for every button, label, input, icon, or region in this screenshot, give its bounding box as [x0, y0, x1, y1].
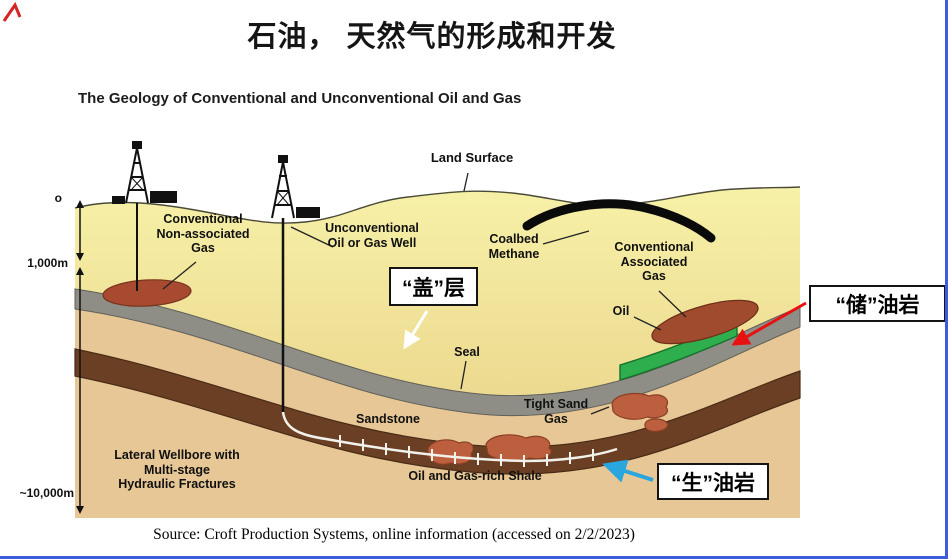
label-conventional-associated-gas: Conventional Associated Gas	[614, 240, 694, 283]
label-sandstone: Sandstone	[356, 412, 420, 426]
cap-layer-arrow	[403, 310, 429, 350]
source-rock-arrow	[602, 459, 654, 483]
coal-seam	[522, 199, 716, 243]
label-seal: Seal	[454, 345, 480, 359]
depth-label-10000m: ~10,000m	[19, 486, 74, 500]
depth-scale-line	[76, 200, 84, 514]
oil-lens-left	[102, 279, 192, 307]
depth-label-zero: o	[54, 191, 62, 205]
shale-layer-band	[74, 348, 801, 475]
lateral-wellbore-path	[281, 411, 618, 463]
diagram-heading: The Geology of Conventional and Unconven…	[78, 90, 522, 107]
depth-label-1000m: 1,000m	[27, 256, 68, 270]
label-unconventional-well: Unconventional Oil or Gas Well	[325, 221, 419, 250]
slide-border-right	[945, 0, 948, 559]
callout-source-rock: “生”油岩	[657, 463, 769, 500]
leader-lines	[162, 172, 687, 415]
source-credit: Source: Croft Production Systems, online…	[153, 526, 635, 543]
callout-cap-layer: “盖”层	[389, 267, 478, 306]
label-coalbed-methane: Coalbed Methane	[488, 232, 540, 261]
oil-lens-right	[651, 299, 759, 345]
reservoir-rock-arrow	[731, 301, 807, 346]
land-surface-line	[74, 186, 801, 224]
seal-layer-band	[74, 288, 801, 417]
label-oil-gas-rich-shale: Oil and Gas-rich Shale	[408, 469, 542, 483]
drill-rig-2-icon	[271, 155, 320, 219]
callout-reservoir-rock: “储”油岩	[809, 285, 946, 322]
label-tight-sand-gas: Tight Sand Gas	[523, 397, 589, 426]
label-oil: Oil	[612, 304, 630, 318]
drill-rig-1-icon	[112, 141, 177, 204]
slide-border-bottom	[0, 556, 948, 559]
slide-title: 石油， 天然气的形成和开发	[247, 21, 617, 53]
red-annotation-mark-icon	[2, 1, 22, 22]
label-land-surface: Land Surface	[430, 150, 514, 165]
label-conventional-non-associated-gas: Conventional Non-associated Gas	[156, 212, 250, 255]
fracture-ticks	[339, 435, 594, 467]
label-lateral-wellbore: Lateral Wellbore with Multi-stage Hydrau…	[114, 448, 240, 491]
